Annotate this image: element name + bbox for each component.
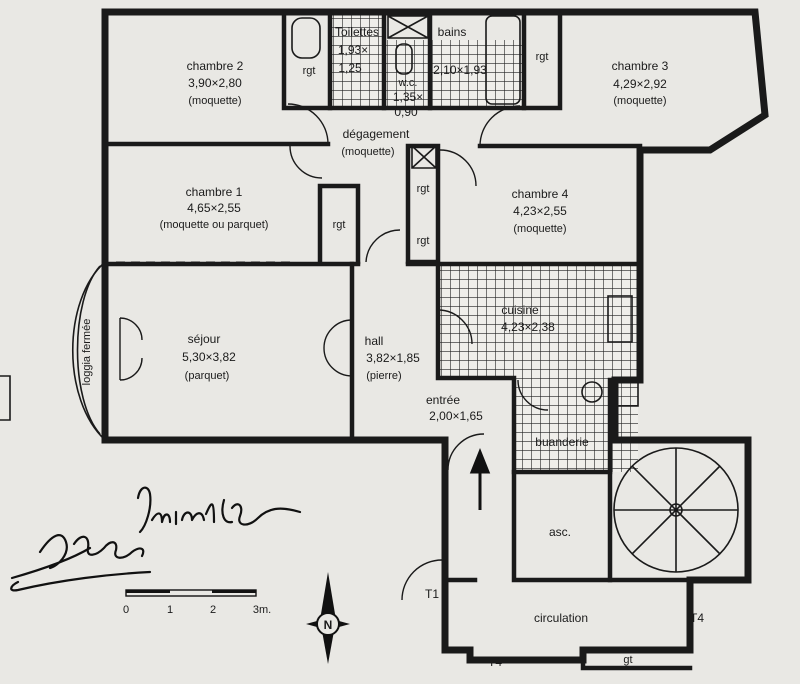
chambre3-dims: 4,29×2,92 — [613, 77, 667, 91]
chambre1-floor: (moquette ou parquet) — [160, 219, 269, 231]
signature-2 — [10, 534, 152, 592]
chambre1-dims: 4,65×2,55 — [187, 201, 241, 215]
hall-dims: 3,82×1,85 — [366, 351, 420, 365]
loggia-name: loggia fermée — [81, 319, 93, 386]
scale-tick-1: 1 — [167, 604, 173, 616]
chambre4-dims: 4,23×2,55 — [513, 204, 567, 218]
asc-name: asc. — [549, 525, 571, 539]
chambre4-floor: (moquette) — [513, 223, 566, 235]
scale-tick-2: 2 — [210, 604, 216, 616]
wc-name: w.c. — [398, 77, 418, 89]
gt-label: gt — [623, 654, 632, 666]
stair-t1: T1 — [425, 587, 439, 601]
degagement-floor: (moquette) — [341, 146, 394, 158]
rgt-label-5: rgt — [417, 235, 430, 247]
sejour-floor: (parquet) — [185, 370, 230, 382]
rgt-label-4: rgt — [333, 219, 346, 231]
rgt-label-3: rgt — [417, 183, 430, 195]
wall-gt — [580, 647, 693, 671]
exterior-wall — [101, 8, 769, 664]
compass-n: N — [324, 618, 333, 632]
chambre2-dims: 3,90×2,80 — [188, 76, 242, 90]
chambre2-name: chambre 2 — [187, 59, 244, 73]
washbasin-toilettes — [291, 17, 321, 59]
chambre1-name: chambre 1 — [186, 185, 243, 199]
vent-box-2 — [411, 145, 437, 169]
door-hall — [365, 229, 401, 263]
door-circ — [401, 559, 443, 601]
rgt-label-1: rgt — [303, 65, 316, 77]
wall-kitchen-left — [435, 261, 613, 475]
bains-dims: 2,10×1,93 — [433, 63, 487, 77]
bains-tiles — [432, 40, 524, 106]
wc-dims1: 1,35× — [393, 90, 423, 104]
rgt-label-2: rgt — [536, 51, 549, 63]
bains-name: bains — [438, 25, 467, 39]
toilettes-dims1: 1,93× — [338, 43, 368, 57]
door-entree — [447, 433, 485, 471]
sink-kitchen — [607, 295, 633, 343]
signature-1 — [136, 486, 302, 534]
toilettes-dims2: 1,25 — [338, 61, 362, 75]
door-kitchen — [437, 309, 473, 345]
chambre2-floor: (moquette) — [188, 95, 241, 107]
hall-floor: (pierre) — [366, 370, 401, 382]
door-buanderie — [517, 379, 549, 411]
kitchen-tiles — [438, 266, 638, 376]
door-chambre4 — [439, 149, 477, 187]
scale-tick-3: 3m. — [253, 604, 271, 616]
circulation-name: circulation — [534, 611, 588, 625]
wall-rgt-2 — [317, 183, 361, 265]
door-sejour — [323, 319, 353, 377]
entree-name: entrée — [426, 393, 460, 407]
chambre3-floor: (moquette) — [613, 95, 666, 107]
stair-t4-right: T4 — [690, 611, 704, 625]
sejour-dims: 5,30×3,82 — [182, 350, 236, 364]
washing-machine — [581, 381, 603, 403]
entree-dims: 2,00×1,65 — [429, 409, 483, 423]
door-chambre1 — [289, 145, 323, 179]
vent-box-1 — [387, 15, 429, 39]
toilettes-name: Toilettes — [335, 25, 379, 39]
scale-bar: 0 1 2 3m. — [123, 589, 271, 616]
toilettes-tiles — [330, 14, 382, 106]
toilet-bowl — [395, 43, 413, 75]
door-degagement-left — [287, 103, 329, 145]
wall-asc — [511, 469, 613, 583]
bathtub — [485, 15, 521, 105]
wc-dims2: 0,90 — [394, 105, 418, 119]
door-loggia-left — [119, 317, 143, 381]
wall-bath-div — [327, 11, 527, 111]
entrance-arrow — [469, 447, 491, 510]
door-degagement-right — [479, 105, 521, 147]
stair-t4-bottom: T4 — [488, 655, 502, 669]
chambre3-name: chambre 3 — [612, 59, 669, 73]
neighbor-edge — [0, 375, 11, 421]
degagement-name: dégagement — [343, 127, 410, 141]
wall-bath-top — [281, 11, 563, 111]
sejour-name: séjour — [188, 332, 221, 346]
scale-tick-0: 0 — [123, 604, 129, 616]
cuisine-name: cuisine — [501, 303, 539, 317]
buanderie-name: buanderie — [535, 435, 589, 449]
spiral-staircase — [613, 447, 739, 573]
loggia-inner — [76, 265, 101, 435]
hall-name: hall — [365, 334, 384, 348]
vent-box-3 — [611, 381, 639, 407]
kitchen-tiles-lower — [514, 376, 638, 472]
north-compass-icon: N — [306, 572, 350, 664]
cuisine-dims: 4,23×2,38 — [501, 320, 555, 334]
chambre4-name: chambre 4 — [512, 187, 569, 201]
